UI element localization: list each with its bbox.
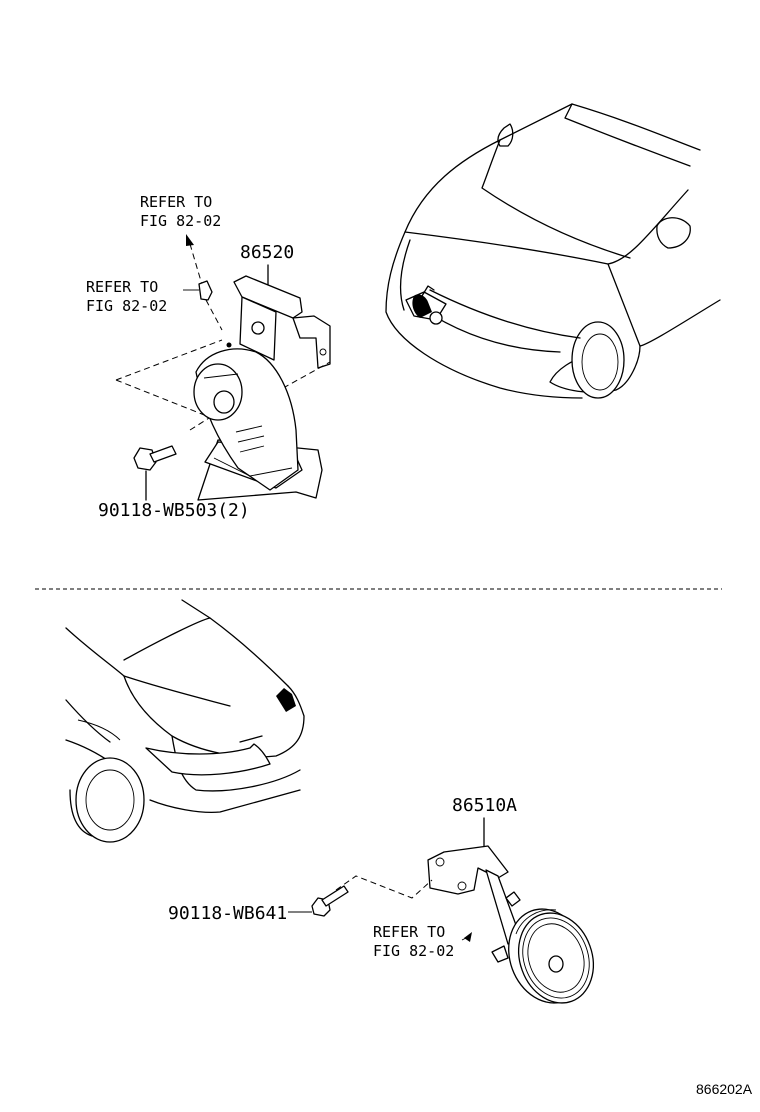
connector-clip bbox=[183, 280, 223, 331]
horn-low bbox=[491, 908, 594, 1004]
horn-bracket-lower bbox=[427, 845, 521, 945]
refer-label-top-line2: FIG 82-02 bbox=[140, 212, 221, 230]
horn-high bbox=[193, 342, 323, 501]
figure-id: 866202A bbox=[696, 1081, 753, 1097]
part-number-bolt-lower: 90118-WB641 bbox=[168, 903, 287, 924]
part-number-86510A: 86510A bbox=[452, 795, 517, 816]
refer-label-side-line2: FIG 82-02 bbox=[86, 297, 167, 315]
refer-label-top-line1: REFER TO bbox=[140, 193, 212, 211]
refer-label-lower-line2: FIG 82-02 bbox=[373, 942, 454, 960]
refer-label-lower: REFER TO FIG 82-02 bbox=[373, 923, 454, 960]
refer-label-side-line1: REFER TO bbox=[86, 278, 158, 296]
bolt-lower bbox=[288, 885, 349, 917]
part-number-86520: 86520 bbox=[240, 242, 294, 263]
refer-label-side: REFER TO FIG 82-02 bbox=[86, 278, 167, 315]
part-number-bolt-upper: 90118-WB503(2) bbox=[98, 500, 250, 521]
refer-label-lower-line1: REFER TO bbox=[373, 923, 445, 941]
refer-label-top: REFER TO FIG 82-02 bbox=[140, 193, 221, 230]
refer-arrow-lower-shaft bbox=[461, 935, 471, 941]
assembly-line-lower bbox=[335, 875, 433, 899]
car-rear-view bbox=[65, 599, 305, 843]
bolt-upper bbox=[133, 445, 177, 501]
car-front-view bbox=[385, 103, 721, 399]
refer-arrow-top bbox=[186, 234, 204, 289]
horn-bracket-upper bbox=[233, 275, 331, 369]
